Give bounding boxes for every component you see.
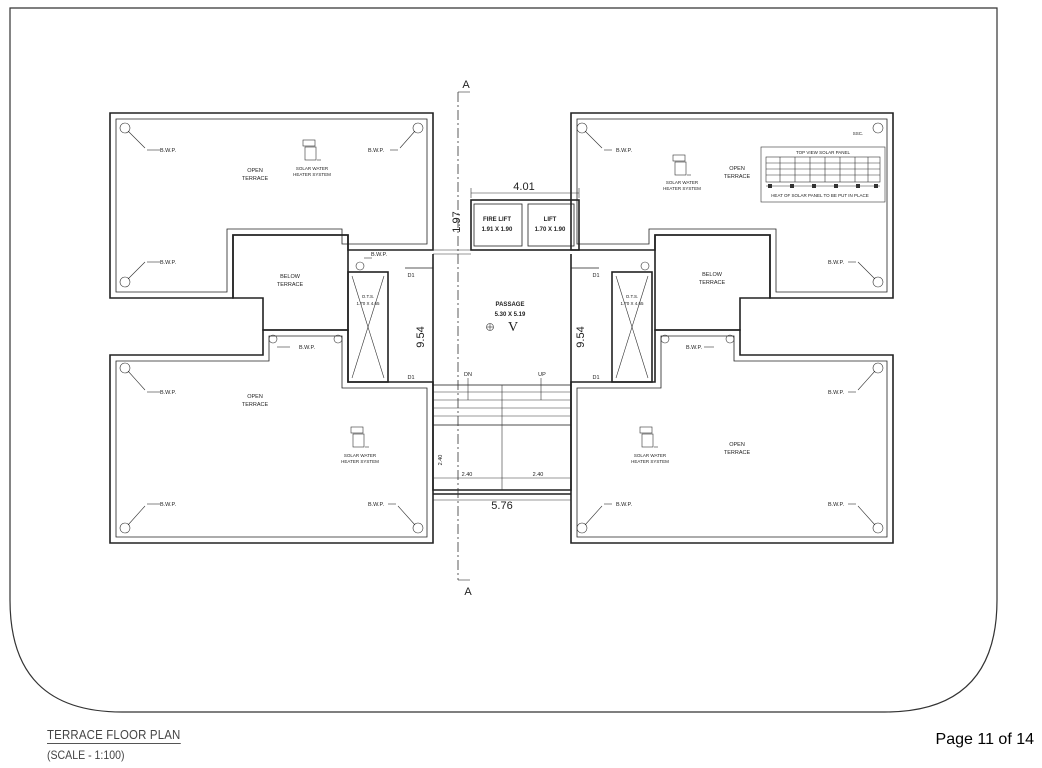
below-terrace-line2: TERRACE — [277, 282, 304, 288]
bwp-label: B.W.P. — [160, 148, 177, 154]
section-marker-bottom: A — [464, 586, 472, 598]
solar-label-line1: SOLAR WATER — [666, 180, 699, 185]
open-terrace-line2: TERRACE — [242, 176, 269, 182]
bwp-label: B.W.P. — [828, 390, 845, 396]
solar-heater-icon — [302, 139, 321, 161]
ots-right-size: 1.70 X 4.65 — [620, 301, 644, 306]
bwp-label: B.W.P. — [368, 502, 385, 508]
bwp-label: B.W.P. — [160, 260, 177, 266]
lift-size: 1.70 X 1.90 — [535, 227, 566, 233]
solar-label-line2: HEATER SYSTEM — [663, 186, 701, 191]
section-line-a: A A — [457, 79, 472, 598]
drawing-title: TERRACE FLOOR PLAN — [47, 727, 181, 744]
below-terrace-line1: BELOW — [280, 274, 301, 280]
solar-label-line1: SOLAR WATER — [296, 166, 329, 171]
top-right-terrace: B.W.P. B.W.P. OPEN TERRACE SSC. SOLAR WA… — [570, 112, 894, 299]
dim-left-stair: 2.40 — [462, 472, 473, 478]
sign-v: V — [508, 320, 518, 335]
dim-height-right: 9.54 — [575, 326, 587, 347]
solar-panel-note: HEAT OF SOLAR PANEL TO BE PUT IN PLACE — [771, 193, 869, 198]
fire-lift-name: FIRE LIFT — [483, 217, 511, 223]
solar-panel-top-view: TOP VIEW SOLAR PANEL HEAT OF SOLAR PANEL… — [760, 146, 886, 203]
below-terrace-line2: TERRACE — [699, 280, 726, 286]
bwp-label: B.W.P. — [616, 502, 633, 508]
solar-heater-icon — [672, 154, 691, 176]
bwp-label: B.W.P. — [368, 148, 385, 154]
bottom-left-terrace: B.W.P. B.W.P. B.W.P. B.W.P. OPEN TERRACE… — [109, 329, 434, 544]
bwp-label: B.W.P. — [299, 345, 316, 351]
solar-label-line2: HEATER SYSTEM — [341, 459, 379, 464]
door-label: D1 — [407, 273, 414, 279]
passage-name: PASSAGE — [496, 302, 525, 308]
solar-panel-title: TOP VIEW SOLAR PANEL — [796, 150, 851, 155]
bwp-label: B.W.P. — [828, 502, 845, 508]
section-marker-top: A — [462, 79, 470, 91]
central-core: FIRE LIFT 1.91 X 1.90 LIFT 1.70 X 1.90 4… — [347, 181, 653, 512]
stair-up-label: UP — [538, 372, 546, 378]
door-label: D1 — [407, 375, 414, 381]
ots-left-name: O.T.S. — [362, 294, 375, 299]
solar-label-line1: SOLAR WATER — [344, 453, 377, 458]
open-terrace-line1: OPEN — [247, 168, 263, 174]
bwp-label: B.W.P. — [160, 390, 177, 396]
dim-right-stair: 2.40 — [533, 472, 544, 478]
stair-dn-label: DN — [464, 372, 472, 378]
open-terrace-line1: OPEN — [729, 442, 745, 448]
bwp-label: B.W.P. — [686, 345, 703, 351]
top-right-below-terrace: BELOW TERRACE — [654, 234, 771, 331]
drawing-scale: (SCALE - 1:100) — [47, 748, 125, 762]
dim-stair-width: 5.76 — [491, 500, 512, 512]
dim-height-left: 9.54 — [415, 326, 427, 347]
open-terrace-line2: TERRACE — [242, 402, 269, 408]
solar-label-line1: SOLAR WATER — [634, 453, 667, 458]
dim-stair-depth: 2.40 — [438, 455, 444, 466]
fire-lift-size: 1.91 X 1.90 — [482, 227, 513, 233]
solar-heater-icon — [350, 426, 369, 448]
bwp-label: B.W.P. — [828, 260, 845, 266]
open-terrace-line2: TERRACE — [724, 450, 751, 456]
bwp-label: B.W.P. — [160, 502, 177, 508]
page-number: Page 11 of 14 — [935, 731, 1034, 748]
dim-core-depth: 1.97 — [451, 211, 463, 232]
bwp-label: B.W.P. — [616, 148, 633, 154]
open-terrace-line1: OPEN — [247, 394, 263, 400]
ots-right-name: O.T.S. — [626, 294, 639, 299]
ots-left-size: 1.70 X 4.65 — [356, 301, 380, 306]
bottom-right-terrace: B.W.P. B.W.P. B.W.P. B.W.P. OPEN TERRACE… — [570, 329, 894, 544]
dim-top-width: 4.01 — [513, 181, 534, 193]
bwp-label: B.W.P. — [371, 252, 388, 258]
solar-label-line2: HEATER SYSTEM — [631, 459, 669, 464]
solar-label-line2: HEATER SYSTEM — [293, 172, 331, 177]
below-terrace-line1: BELOW — [702, 272, 723, 278]
site-boundary — [9, 7, 998, 713]
open-terrace-line2: TERRACE — [724, 174, 751, 180]
solar-heater-icon — [639, 426, 658, 448]
lift-name: LIFT — [544, 217, 557, 223]
top-left-terrace: B.W.P. B.W.P. B.W.P. OPEN TERRACE SOLAR … — [109, 112, 434, 299]
door-label: D1 — [592, 273, 599, 279]
open-terrace-line1: OPEN — [729, 166, 745, 172]
ssc-label: SSC. — [853, 131, 864, 136]
passage-size: 5.30 X 5.19 — [495, 312, 526, 318]
door-label: D1 — [592, 375, 599, 381]
